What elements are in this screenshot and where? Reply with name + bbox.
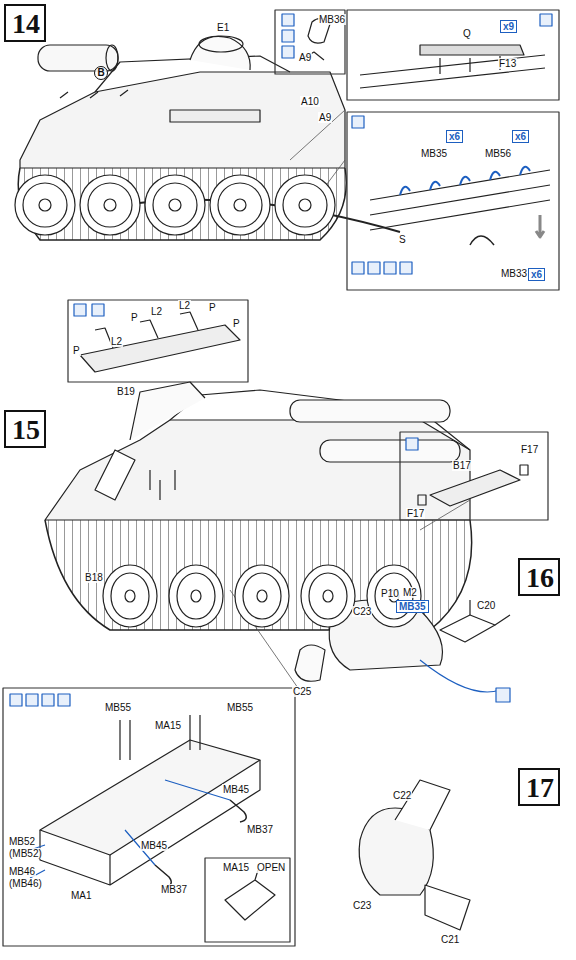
part-label: (MB46) — [8, 878, 43, 889]
part-label: B17 — [452, 460, 472, 471]
part-label: MA1 — [70, 890, 93, 901]
part-label: C22 — [392, 790, 412, 801]
part-label: B18 — [84, 572, 104, 583]
step-number: 17 — [518, 768, 560, 806]
part-label: C23 — [352, 606, 372, 617]
part-label: MB56 — [484, 148, 512, 159]
step-number: 15 — [4, 410, 46, 448]
part-label: F17 — [406, 508, 425, 519]
part-label: MB55 — [104, 702, 132, 713]
part-label: L2 — [178, 300, 191, 311]
quantity-tag: x6 — [528, 268, 545, 281]
part-label: P — [72, 345, 81, 356]
part-label: MB37 — [160, 884, 188, 895]
quantity-tag: MB35 — [396, 600, 429, 613]
part-label: L2 — [110, 336, 123, 347]
part-label: L2 — [150, 306, 163, 317]
part-label: (MB52) — [8, 848, 43, 859]
part-label: P — [232, 318, 241, 329]
part-label: MB55 — [226, 702, 254, 713]
part-label: MB45 — [222, 784, 250, 795]
part-label: MB37 — [246, 824, 274, 835]
quantity-tag: x9 — [500, 20, 517, 33]
quantity-tag: x6 — [446, 130, 463, 143]
part-label: MB52 — [8, 836, 36, 847]
step-number-text: 15 — [12, 415, 38, 445]
part-label: OPEN — [256, 862, 286, 873]
part-label: A9 — [318, 112, 332, 123]
part-label: MB36 — [318, 14, 346, 25]
part-label: M2 — [402, 587, 418, 598]
part-label: A9 — [298, 52, 312, 63]
part-label: C20 — [476, 600, 496, 611]
part-label: A10 — [300, 96, 320, 107]
part-label: C23 — [352, 900, 372, 911]
part-label: Q — [462, 28, 472, 39]
part-label: MB46 — [8, 866, 36, 877]
part-label: F17 — [520, 444, 539, 455]
part-label: MB35 — [420, 148, 448, 159]
step-number-text: 17 — [526, 773, 552, 803]
part-label: C25 — [292, 686, 312, 697]
quantity-tag: x6 — [512, 130, 529, 143]
part-label: P — [130, 312, 139, 323]
part-label: S — [398, 234, 407, 245]
part-label: MA15 — [154, 720, 182, 731]
step-number-text: 16 — [526, 563, 552, 593]
step-number: 16 — [518, 558, 560, 596]
part-label: MB45 — [140, 840, 168, 851]
part-label: F13 — [498, 58, 517, 69]
part-label: MA15 — [222, 862, 250, 873]
part-label: P — [208, 302, 217, 313]
part-label: E1 — [216, 22, 230, 33]
part-label: B19 — [116, 386, 136, 397]
step-number-text: 14 — [12, 9, 38, 39]
part-label: B — [94, 66, 108, 80]
part-label: P10 — [380, 588, 400, 599]
part-label: MB33 — [500, 268, 528, 279]
step-number: 14 — [4, 4, 46, 42]
part-label: C21 — [440, 934, 460, 945]
